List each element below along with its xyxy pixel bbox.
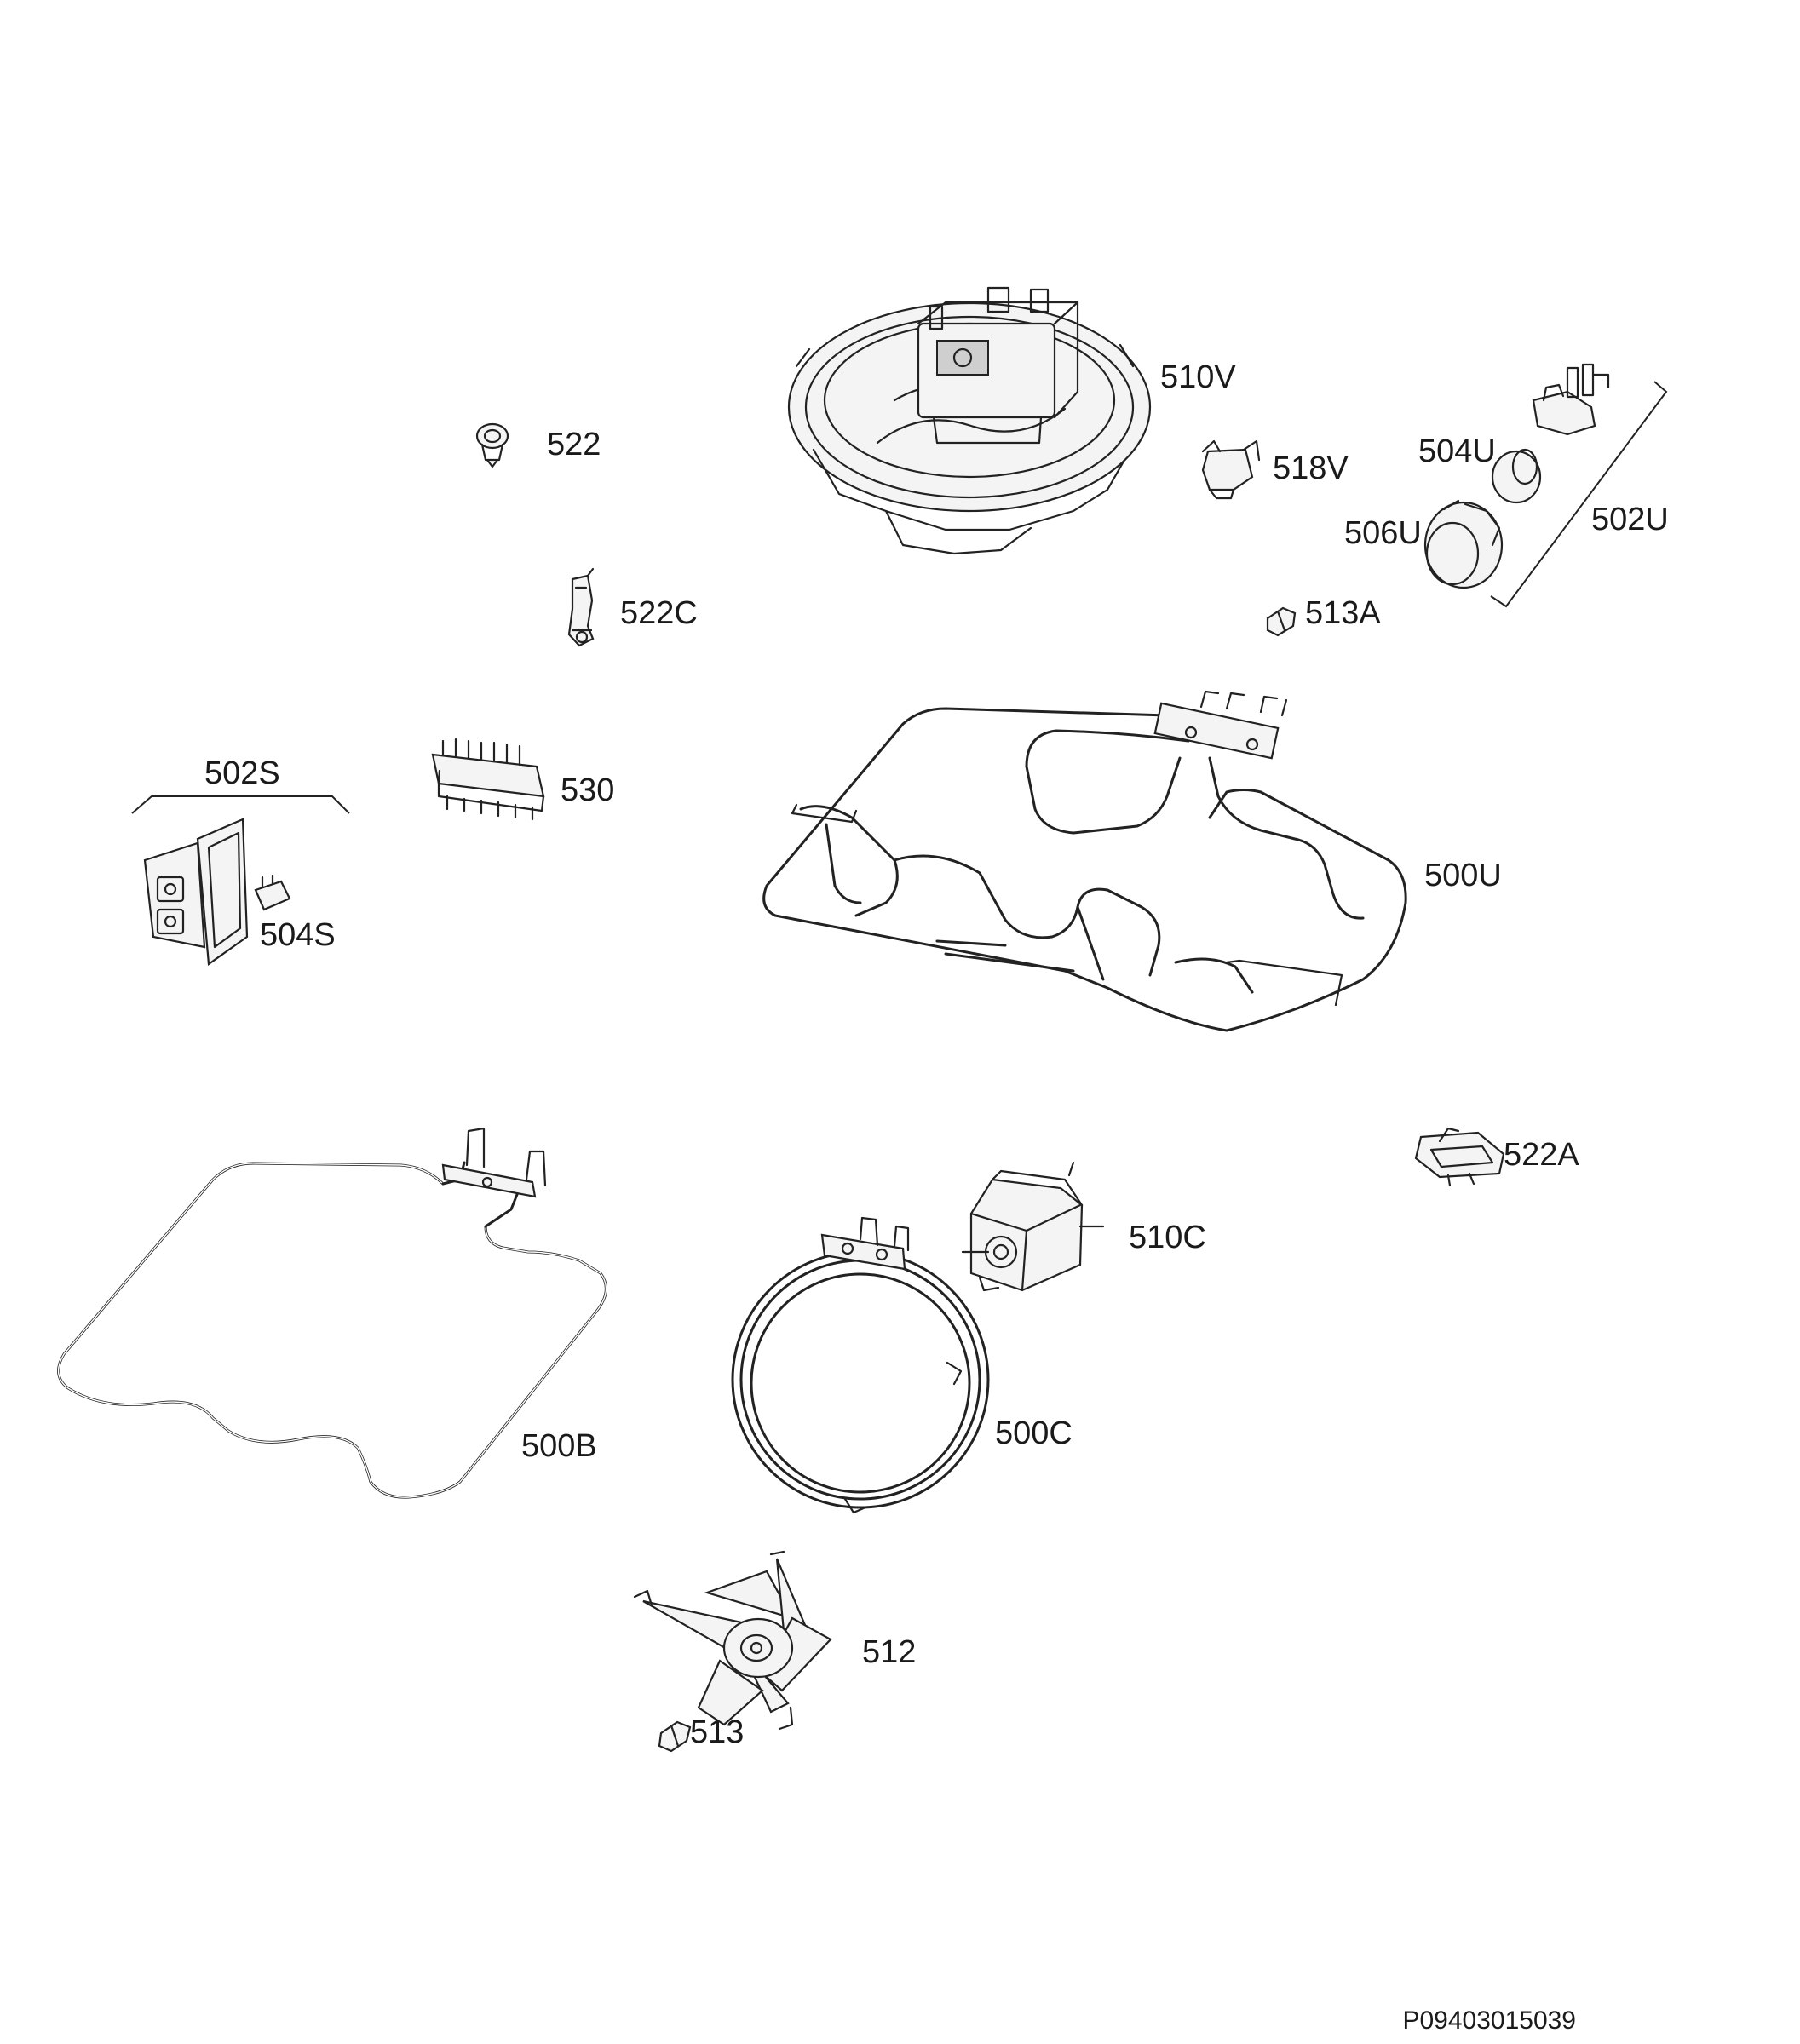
label-510v: 510V	[1160, 359, 1236, 395]
label-504u: 504U	[1418, 433, 1496, 469]
part-522-clip[interactable]	[475, 422, 509, 468]
part-502s-switch-housing[interactable]	[143, 818, 249, 967]
part-510v-fan-motor-assembly[interactable]	[787, 286, 1152, 555]
label-502s: 502S	[204, 755, 280, 791]
part-504u-lamp-glass[interactable]	[1491, 448, 1542, 504]
label-522: 522	[547, 427, 601, 462]
part-512-fan-blade[interactable]	[633, 1550, 832, 1731]
drawing-code: P09403015039	[1402, 2007, 1576, 2035]
part-518v-bracket[interactable]	[1201, 439, 1261, 500]
part-513-nut[interactable]	[658, 1720, 692, 1753]
part-530-terminal-block[interactable]	[431, 738, 545, 821]
label-522a: 522A	[1504, 1137, 1579, 1173]
label-522c: 522C	[620, 595, 698, 631]
part-510c-motor[interactable]	[961, 1161, 1105, 1292]
bracket-502s	[131, 795, 350, 814]
label-513a: 513A	[1305, 595, 1381, 631]
part-522a-plate[interactable]	[1414, 1127, 1505, 1187]
label-513: 513	[690, 1714, 744, 1750]
part-522c-clip[interactable]	[567, 567, 595, 647]
label-504s: 504S	[260, 917, 336, 953]
part-513a-nut[interactable]	[1266, 606, 1297, 637]
bracket-502u	[1490, 381, 1668, 608]
label-510c: 510C	[1129, 1220, 1206, 1255]
part-504s-connector[interactable]	[254, 874, 291, 911]
label-518v: 518V	[1273, 451, 1349, 486]
label-500c: 500C	[995, 1415, 1073, 1451]
part-502u-lamp-socket[interactable]	[1532, 363, 1610, 436]
label-502u: 502U	[1591, 502, 1669, 537]
label-530: 530	[561, 772, 614, 808]
label-512: 512	[862, 1634, 916, 1670]
part-506u-lamp-cover[interactable]	[1423, 499, 1504, 589]
label-500u: 500U	[1424, 858, 1502, 893]
part-500c-circular-heating-element[interactable]	[731, 1216, 990, 1514]
label-500b: 500B	[521, 1428, 597, 1464]
label-506u: 506U	[1344, 515, 1422, 551]
part-500u-top-heating-element[interactable]	[762, 690, 1407, 1032]
part-500b-bottom-heating-element[interactable]	[57, 1127, 607, 1499]
